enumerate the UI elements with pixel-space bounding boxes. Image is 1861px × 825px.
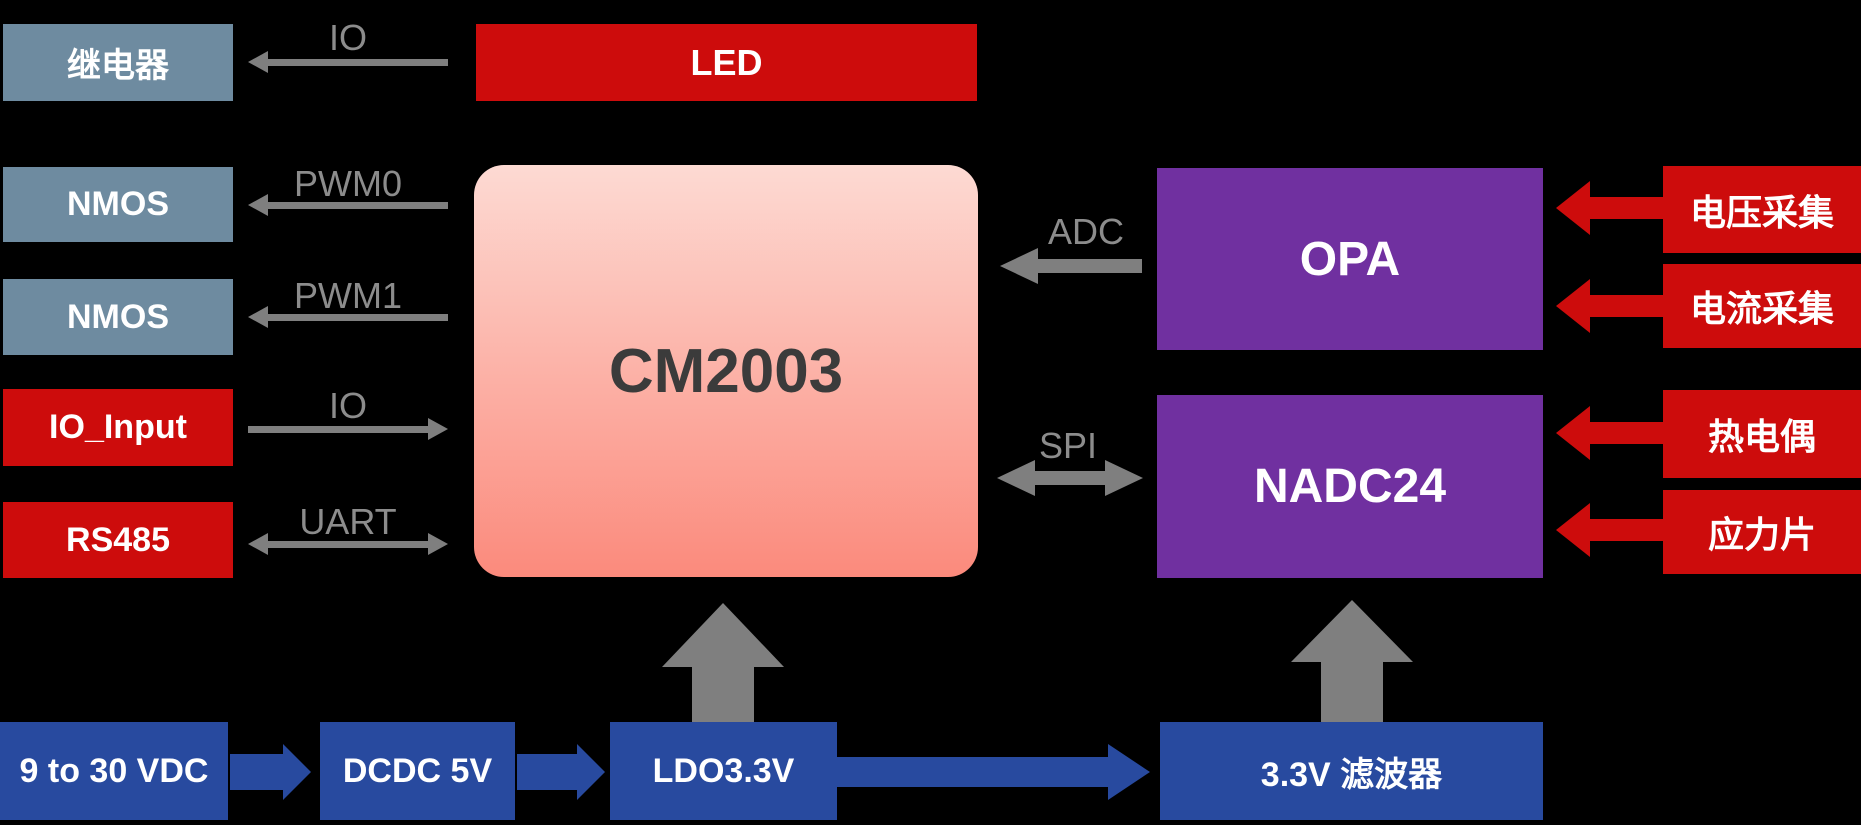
uart-arrow: [248, 526, 448, 562]
spi-label: SPI: [1038, 425, 1098, 466]
nmos-box-2: NMOS: [3, 279, 233, 355]
strain-gauge-arrow: [1556, 503, 1663, 557]
dcdc-box: DCDC 5V: [320, 722, 515, 820]
io-label-top: IO: [328, 17, 367, 58]
current-sense-arrow: [1556, 279, 1663, 333]
adc-arrow: [1000, 246, 1142, 286]
opa-box: OPA: [1157, 168, 1543, 350]
cm2003-chip: CM2003: [474, 165, 978, 577]
pwm1-arrow: [248, 299, 448, 335]
power-input-box: 9 to 30 VDC: [0, 722, 228, 820]
thermocouple-arrow: [1556, 406, 1663, 460]
filter-box: 3.3V 滤波器: [1160, 722, 1543, 820]
nadc24-box: NADC24: [1157, 395, 1543, 578]
nmos-box-1: NMOS: [3, 167, 233, 242]
voltage-sense-arrow: [1556, 181, 1663, 235]
io-arrow-top: [248, 44, 448, 80]
pwm0-arrow: [248, 187, 448, 223]
led-box: LED: [476, 24, 977, 101]
uart-label: UART: [299, 501, 397, 542]
current-sense-box: 电流采集: [1663, 264, 1861, 348]
pwm0-label: PWM0: [294, 163, 402, 204]
relay-box: 继电器: [3, 24, 233, 101]
pwm1-label: PWM1: [294, 275, 402, 316]
filter-to-nadc24-arrow: [1291, 600, 1413, 722]
thermocouple-box: 热电偶: [1663, 390, 1861, 478]
power-arrow-2: [517, 744, 605, 800]
io-label-input: IO: [328, 385, 367, 426]
io-arrow-input: [248, 411, 448, 447]
strain-gauge-box: 应力片: [1663, 490, 1861, 574]
power-arrow-1: [230, 744, 311, 800]
adc-label: ADC: [1047, 211, 1124, 252]
rs485-box: RS485: [3, 502, 233, 578]
spi-arrow: [997, 458, 1143, 498]
ldo-to-cm2003-arrow: [662, 603, 784, 722]
power-arrow-long: [837, 744, 1150, 800]
io-input-box: IO_Input: [3, 389, 233, 466]
voltage-sense-box: 电压采集: [1663, 166, 1861, 253]
ldo-box: LDO3.3V: [610, 722, 837, 820]
